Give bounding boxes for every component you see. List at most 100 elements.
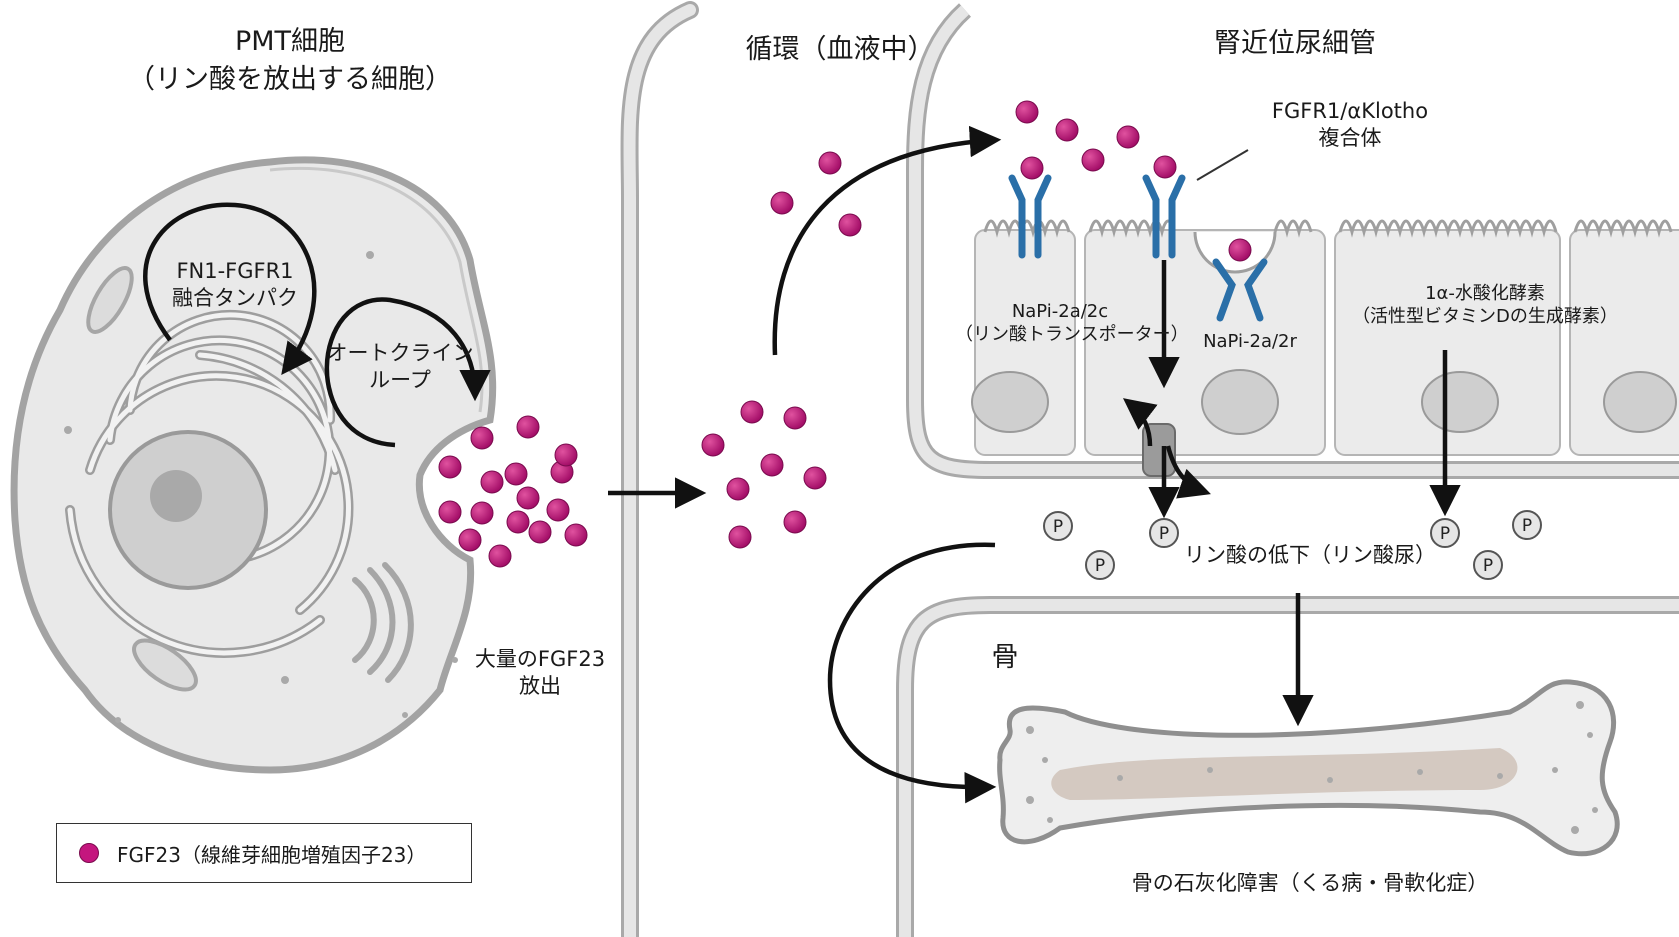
fgf23-molecule — [528, 520, 552, 544]
blood-to-bone-arrow — [827, 542, 997, 804]
fn1-fgfr1-label-line1: FN1-FGFR1 — [176, 259, 294, 283]
blood-to-kidney-arrow — [772, 125, 1002, 356]
napi-internalized-label: NaPi-2a/2r — [1203, 331, 1297, 352]
phosphate-ion: P — [1085, 550, 1115, 580]
fgf23-molecule — [740, 400, 764, 424]
receptor-complex-label-line2: 複合体 — [1318, 126, 1382, 151]
hydroxylase-label-line2: （活性型ビタミンDの生成酵素） — [1352, 306, 1618, 328]
fgf23-molecule — [1116, 125, 1140, 149]
bone — [997, 679, 1620, 857]
fgf23-molecule — [480, 470, 504, 494]
phosphate-ion: P — [1430, 518, 1460, 548]
autocrine-loop-label: オートクライン ループ — [325, 340, 475, 395]
fgf23-molecule — [554, 443, 578, 467]
pmt-cell — [10, 156, 497, 774]
phosphate-ions: P P P P P P — [1043, 510, 1542, 580]
fgf23-molecules — [438, 100, 1252, 568]
fn1-fgfr1-label: FN1-FGFR1 融合タンパク — [155, 258, 315, 313]
fgf23-molecule — [728, 525, 752, 549]
fn1-loop-arrow — [143, 202, 317, 376]
pmt-cell-subtitle: （リン酸を放出する細胞） — [128, 64, 452, 95]
fgf23-molecule — [726, 477, 750, 501]
fgf23-release-label-line1: 大量のFGF23 — [474, 647, 606, 671]
transporter-right-arrow — [1165, 445, 1211, 499]
tubule-nucleus — [1421, 371, 1499, 433]
fgf23-release-label-line2: 放出 — [519, 674, 561, 699]
fgf23-molecule — [1055, 118, 1079, 142]
fgf23-molecule — [564, 523, 588, 547]
fgf23-molecule — [458, 528, 482, 552]
nucleolus — [150, 470, 202, 522]
napi-transporter-label: NaPi-2a/2c （リン酸トランスポーター） — [955, 300, 1189, 347]
golgi-apparatus — [352, 562, 414, 683]
fgf23-molecule — [701, 433, 725, 457]
fgf23-molecule — [818, 151, 842, 175]
fgf23-molecule — [1020, 156, 1044, 180]
napi-transporter-label-line2: （リン酸トランスポーター） — [955, 324, 1189, 346]
autocrine-loop-label-line1: オートクライン — [326, 341, 474, 365]
phosphate-ion: P — [1043, 511, 1073, 541]
fgf23-molecule — [1081, 148, 1105, 172]
fn1-fgfr1-label-line2: 融合タンパク — [172, 286, 298, 311]
autocrine-loop-arrow — [324, 297, 491, 448]
phosphate-symbol: P — [1095, 556, 1105, 576]
fgf23-molecule — [470, 426, 494, 450]
hydroxylase-label-line1: 1α-水酸化酵素 — [1425, 283, 1545, 304]
phosphate-symbol: P — [1053, 517, 1063, 537]
receptor-complex-label: FGFR1/αKlotho 複合体 — [1240, 98, 1460, 153]
fgf23-molecule — [760, 453, 784, 477]
complex-leader-line — [1196, 149, 1249, 181]
kidney-title: 腎近位尿細管 — [1214, 28, 1376, 59]
legend-text: FGF23（線維芽細胞増殖因子23） — [117, 842, 427, 867]
pmt-cell-title: PMT細胞 — [234, 26, 346, 57]
napi-internalized-receptor — [1212, 258, 1268, 322]
mitochondrion — [86, 266, 134, 334]
fgf23-molecule — [770, 191, 794, 215]
phosphate-ion: P — [1473, 550, 1503, 580]
fgf23-molecule — [516, 415, 540, 439]
circulation-title: 循環（血液中） — [745, 34, 935, 65]
fgf23-molecule — [488, 544, 512, 568]
fgf23-molecule — [438, 500, 462, 524]
fgfr1-klotho-receptor — [1008, 174, 1052, 259]
hydroxylase-label: 1α-水酸化酵素 （活性型ビタミンDの生成酵素） — [1345, 282, 1625, 329]
bone-disorder-label: 骨の石灰化障害（くる病・骨軟化症） — [1131, 871, 1489, 895]
fgf23-molecule — [470, 501, 494, 525]
proximal-tubule — [971, 219, 1679, 477]
fgf23-molecule — [783, 510, 807, 534]
napi-transporter-label-line1: NaPi-2a/2c — [1011, 301, 1109, 322]
fgf23-molecule — [838, 213, 862, 237]
phosphate-ion: P — [1512, 510, 1542, 540]
phosphate-symbol: P — [1440, 524, 1450, 544]
fgf23-legend-icon — [79, 843, 99, 863]
phosphate-drop-label: リン酸の低下（リン酸尿） — [1184, 543, 1436, 567]
fgf23-molecule — [546, 498, 570, 522]
fgf23-molecule — [1228, 238, 1252, 262]
fgf23-molecule — [1015, 100, 1039, 124]
phosphate-symbol: P — [1159, 524, 1169, 544]
fgf23-molecule — [506, 510, 530, 534]
arrows — [143, 125, 1461, 804]
fgf23-molecule — [438, 455, 462, 479]
bone-label: 骨 — [991, 642, 1019, 673]
fgf23-molecule — [504, 462, 528, 486]
tubule-nucleus — [1603, 371, 1677, 433]
phosphate-ion: P — [1149, 518, 1179, 548]
fgfr1-klotho-receptor — [1142, 174, 1186, 259]
autocrine-loop-label-line2: ループ — [369, 368, 431, 393]
fgf23-molecule — [516, 486, 540, 510]
fgf23-molecule — [1153, 155, 1177, 179]
tubule-nucleus — [1201, 369, 1279, 435]
fgf23-molecule — [803, 466, 827, 490]
legend: FGF23（線維芽細胞増殖因子23） — [56, 823, 472, 883]
phosphate-symbol: P — [1483, 556, 1493, 576]
mitochondrion — [132, 638, 198, 692]
phosphate-symbol: P — [1522, 516, 1532, 536]
tubule-nucleus — [971, 371, 1049, 433]
fgf23-release-label: 大量のFGF23 放出 — [450, 646, 630, 701]
transporter-left-arrow — [1122, 398, 1158, 447]
fgf23-molecule — [783, 406, 807, 430]
blood-vessel — [620, 1, 1679, 937]
receptor-complex-label-line1: FGFR1/αKlotho — [1271, 99, 1429, 123]
